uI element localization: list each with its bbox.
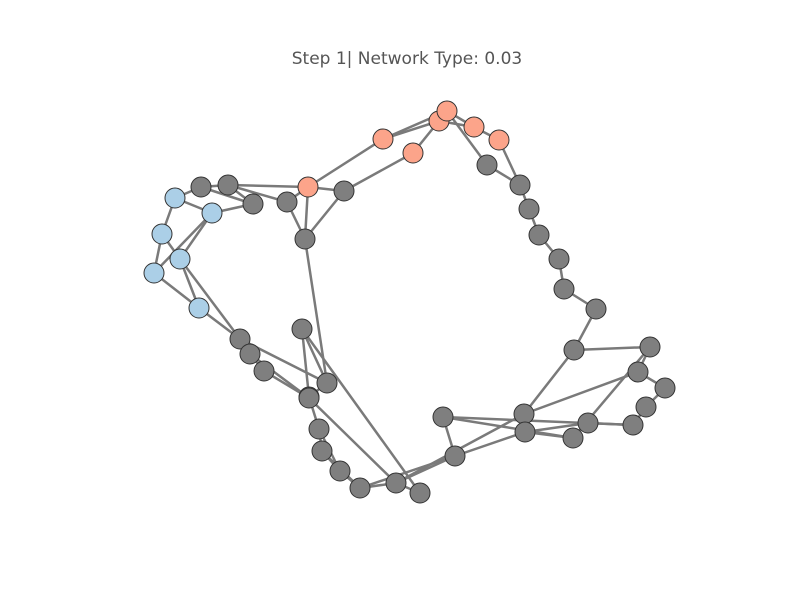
node-8: [242, 193, 264, 215]
edge-43-44: [300, 327, 311, 399]
node-3: [151, 223, 173, 245]
node-26: [585, 298, 607, 320]
node-25: [553, 278, 575, 300]
node-40: [229, 328, 251, 350]
edge-28-30: [522, 370, 640, 416]
edge-9-11: [226, 183, 310, 189]
edge-38-36: [453, 430, 527, 458]
node-5: [143, 262, 165, 284]
node-27: [563, 339, 585, 361]
node-45: [308, 418, 330, 440]
edge-12-15: [342, 151, 415, 193]
node-6: [188, 297, 210, 319]
node-36: [514, 421, 536, 443]
node-9: [217, 174, 239, 196]
edge-49-38: [358, 454, 457, 490]
node-12: [333, 180, 355, 202]
node-39: [385, 472, 407, 494]
node-38: [444, 445, 466, 467]
edge-41-51: [248, 352, 311, 400]
node-17: [436, 100, 458, 122]
edge-11-14: [306, 137, 385, 189]
node-layer: [143, 100, 676, 504]
node-22: [518, 198, 540, 220]
node-51: [298, 387, 320, 409]
node-10: [276, 191, 298, 213]
node-20: [476, 154, 498, 176]
edge-4-40: [178, 257, 242, 341]
node-47: [329, 460, 351, 482]
graph-title: Step 1| Network Type: 0.03: [292, 49, 522, 69]
node-11: [297, 176, 319, 198]
node-48: [409, 482, 431, 504]
node-30: [627, 361, 649, 383]
edge-33-37: [441, 415, 575, 440]
node-4: [169, 248, 191, 270]
node-2: [201, 202, 223, 224]
node-37: [432, 406, 454, 428]
edge-51-39: [307, 396, 398, 485]
node-15: [402, 142, 424, 164]
edge-27-29: [572, 345, 652, 352]
node-43: [291, 318, 313, 340]
node-46: [311, 440, 333, 462]
node-33: [562, 427, 584, 449]
node-41: [239, 343, 261, 365]
edge-27-28: [522, 348, 576, 416]
node-23: [528, 224, 550, 246]
node-28: [513, 403, 535, 425]
node-24: [548, 248, 570, 270]
node-19: [488, 129, 510, 151]
node-14: [372, 128, 394, 150]
edge-17-20: [445, 109, 489, 167]
node-29: [639, 336, 661, 358]
edge-5-2: [152, 211, 214, 275]
node-35: [577, 412, 599, 434]
node-49: [349, 477, 371, 499]
node-50: [316, 372, 338, 394]
node-34: [622, 414, 644, 436]
node-1: [164, 187, 186, 209]
edge-43-48: [300, 327, 422, 495]
node-7: [190, 176, 212, 198]
node-42: [253, 360, 275, 382]
node-21: [509, 174, 531, 196]
node-31: [654, 377, 676, 399]
node-13: [294, 228, 316, 250]
node-18: [463, 116, 485, 138]
edge-34-37: [441, 415, 635, 427]
edge-35-36: [523, 421, 590, 434]
node-32: [635, 396, 657, 418]
